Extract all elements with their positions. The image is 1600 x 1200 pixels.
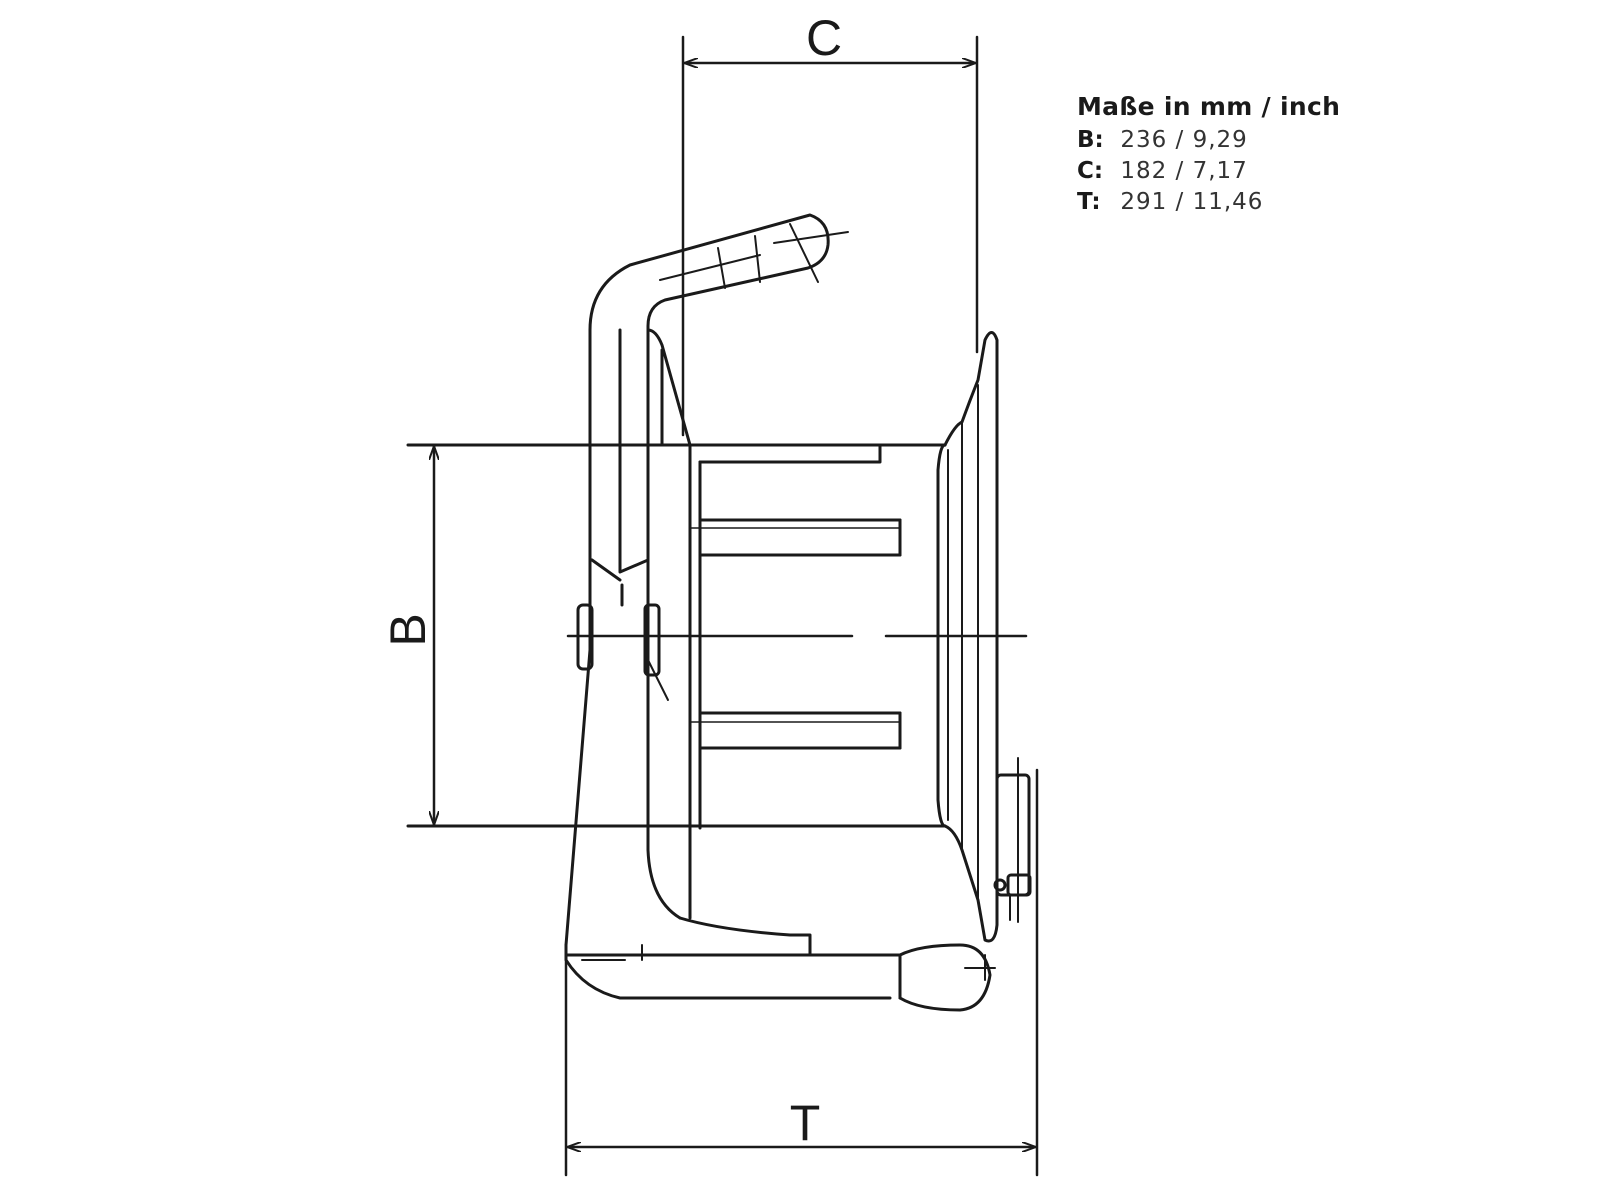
legend-title: Maße in mm / inch: [1077, 92, 1341, 121]
carry-handle: [588, 213, 849, 607]
reel-drum: [688, 443, 949, 830]
legend-row-c: C: 182 / 7,17: [1077, 156, 1340, 187]
legend-row-t: T: 291 / 11,46: [1077, 187, 1340, 218]
right-flange: [943, 331, 999, 943]
dimension-t-label: T: [790, 1095, 821, 1151]
legend-key-b: B:: [1077, 127, 1104, 153]
legend-key-c: C:: [1077, 158, 1104, 184]
legend-value-b: 236 / 9,29: [1120, 127, 1248, 153]
crank-handle: [993, 757, 1032, 923]
legend-key-t: T:: [1077, 189, 1101, 215]
legend-value-t: 291 / 11,46: [1120, 189, 1264, 215]
dimension-b-label: B: [380, 613, 436, 646]
legend-value-c: 182 / 7,17: [1120, 158, 1248, 184]
legend-row-b: B: 236 / 9,29: [1077, 125, 1340, 156]
base-foot: [564, 916, 996, 1012]
left-frame: [564, 328, 692, 947]
dimension-c-label: C: [806, 10, 842, 66]
dimension-t: T: [564, 768, 1039, 1177]
dimensions-legend: Maße in mm / inch B: 236 / 9,29 C: 182 /…: [1077, 92, 1340, 218]
dimension-c: C: [681, 10, 979, 437]
